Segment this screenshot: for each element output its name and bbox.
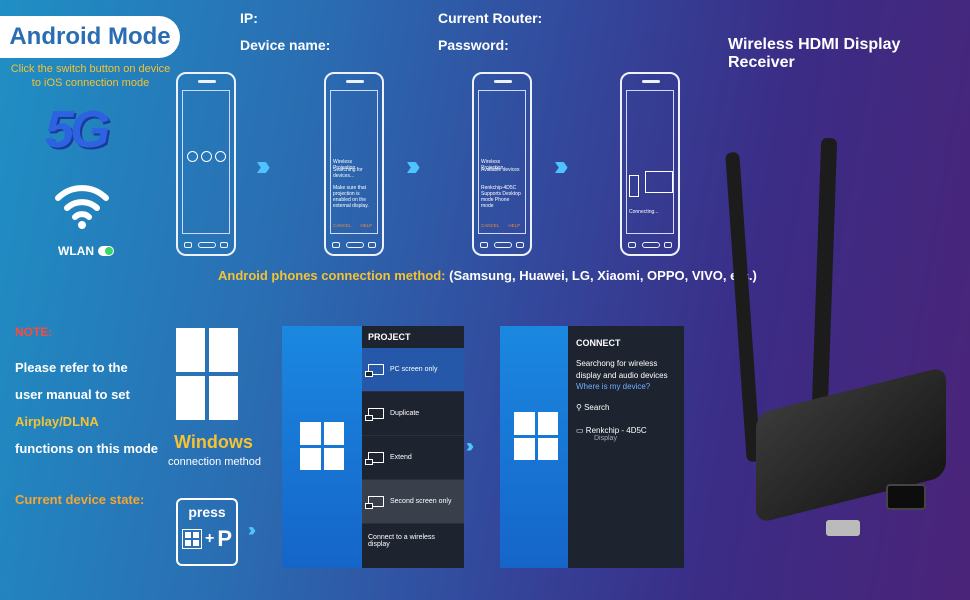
project-second-screen-only[interactable]: Second screen only [362,480,464,524]
screen-icon [215,151,226,162]
monitor-icon [365,452,384,465]
cast-icon [187,151,198,162]
phone2-title: Wireless Projection [333,159,356,171]
note-line-3: Airplay/DLNA [15,414,99,429]
windows-label: Windows [174,432,253,452]
ip-label: IP: [240,10,258,26]
android-brands: (Samsung, Huawei, LG, Xiaomi, OPPO, VIVO… [449,268,757,283]
project-title: PROJECT [368,332,411,342]
win-blue-panel-1 [282,326,362,568]
chevrons-4: ››› [248,520,256,540]
wlan-toggle: WLAN [58,244,114,258]
monitor-icon [365,364,384,377]
note-body: Please refer to the user manual to set A… [15,354,158,462]
android-method-label: Android phones connection method: [218,268,446,283]
device-name-label: Device name: [240,37,331,53]
press-win-p: press + P [176,498,238,566]
note-line-1: Please refer to the [15,360,128,375]
chevrons-2: ››››› [406,150,420,181]
phone-step-3: Wireless Projection Available devices Re… [472,72,532,256]
cancel-button[interactable]: CANCEL [481,223,500,228]
5g-logo: 5G [45,101,110,159]
hdmi-port [826,520,860,536]
p-key: P [217,526,233,551]
vga-port [886,484,926,510]
connect-text: Searchong for wireless display and audio… [576,359,668,380]
windows-key-icon [181,529,202,549]
plus-sign: + [204,530,215,547]
wlan-label: WLAN [58,244,94,258]
windows-sub: connection method [168,456,261,468]
phone2-sub: Searching for devices... [333,167,363,179]
mode-hint: Click the switch button on device to iOS… [10,63,171,89]
phone3-device[interactable]: Renkchip-4D5C Supports Desktop mode Phon… [481,185,521,209]
project-pc-screen-only[interactable]: PC screen only [362,348,464,392]
device-state-label: Current device state: [15,492,145,507]
note-line-2: user manual to set [15,387,130,402]
phone3-title: Wireless Projection [481,159,504,171]
phone2-body: Make sure that projection is enabled on … [333,185,369,209]
router-label: Current Router: [438,10,543,26]
wifi-icon [55,185,109,229]
project-extend[interactable]: Extend [362,436,464,480]
phone-step-1 [176,72,236,256]
project-duplicate[interactable]: Duplicate [362,392,464,436]
win-blue-panel-2 [500,326,568,568]
chevrons-5: ››› [466,436,474,456]
phone-mini-icon [629,175,639,197]
project-panel: PROJECT PC screen only Duplicate Extend … [362,326,464,568]
windows-logo-icon [514,412,558,460]
windows-logo-icon [176,328,238,420]
press-label: press [188,504,226,520]
phone-step-2: Wireless Projection Searching for device… [324,72,384,256]
chevrons-1: ››››› [256,150,270,181]
product-title: Wireless HDMI Display Receiver [728,36,901,71]
password-label: Password: [438,37,509,53]
connecting-text: Connecting... [629,209,659,215]
connect-title: CONNECT [576,338,621,348]
connect-wireless-display-link[interactable]: Connect to a wireless display [368,534,435,548]
device-sub: Display [594,435,617,442]
where-device-link[interactable]: Where is my device? [576,382,651,391]
note-head: NOTE: [15,325,53,339]
chevrons-3: ››››› [554,150,568,181]
android-mode-pill: Android Mode [0,16,180,58]
windows-logo-icon [300,422,344,470]
android-method-line: Android phones connection method: (Samsu… [218,268,757,283]
monitor-icon [365,408,384,421]
monitor-icon [365,496,384,509]
toggle-icon [98,246,114,256]
device-item[interactable]: ▭ Renkchip - 4D5C Display [576,426,676,442]
antenna-left [725,151,761,463]
cancel-button[interactable]: CANCEL [333,223,352,228]
help-button[interactable]: HELP [508,223,521,228]
phone3-sub: Available devices [481,167,520,173]
receiver-device-image [725,137,970,570]
phone-step-4: Connecting... [620,72,680,256]
help-button[interactable]: HELP [360,223,373,228]
search-item[interactable]: ⚲ Search [576,403,610,412]
search-icon: ⚲ [576,403,582,412]
display-icon [645,171,673,193]
note-line-4: functions on this mode [15,441,158,456]
connect-panel: CONNECT Searchong for wireless display a… [568,326,684,568]
display-icon: ▭ [576,426,584,435]
antenna-right [810,137,838,439]
lock-icon [201,151,212,162]
